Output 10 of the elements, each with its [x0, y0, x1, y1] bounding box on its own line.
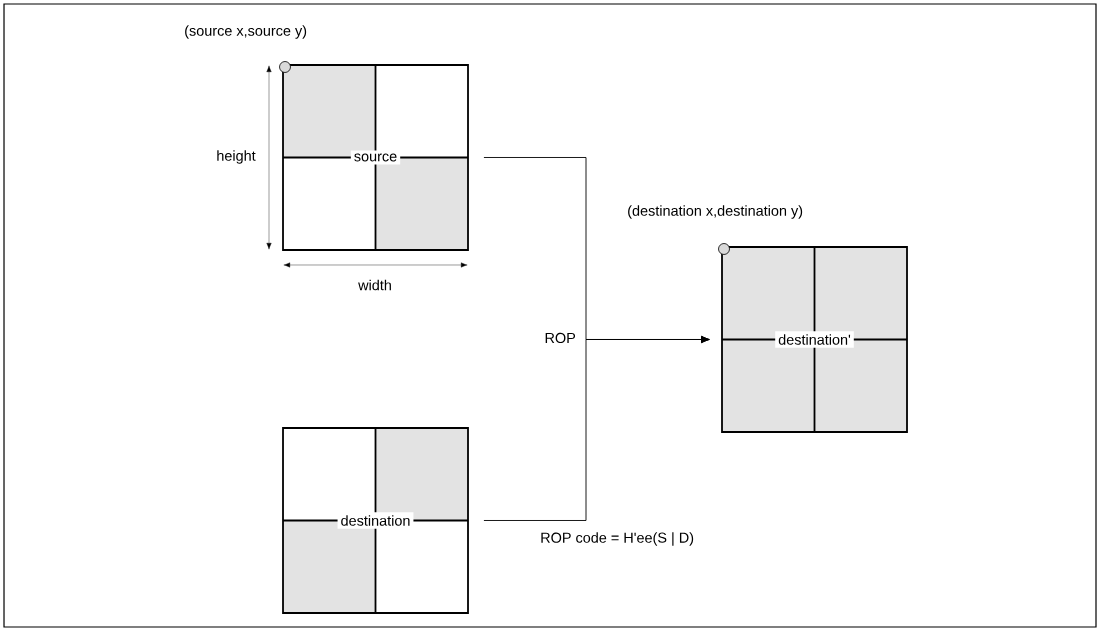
dimension-label: width [358, 279, 391, 291]
dimension-label: height [217, 150, 256, 164]
grid-box: destination [282, 427, 469, 614]
coordinate-label: (source x,source y) [185, 25, 307, 39]
grid-box: source [282, 64, 469, 251]
connector-arrow [483, 335, 710, 521]
code-label: ROP code = H'ee(S | D) [541, 532, 694, 546]
grid-box: destination' [721, 246, 908, 433]
operation-label: ROP [545, 332, 576, 344]
coordinate-label: (destination x,destination y) [628, 205, 803, 219]
